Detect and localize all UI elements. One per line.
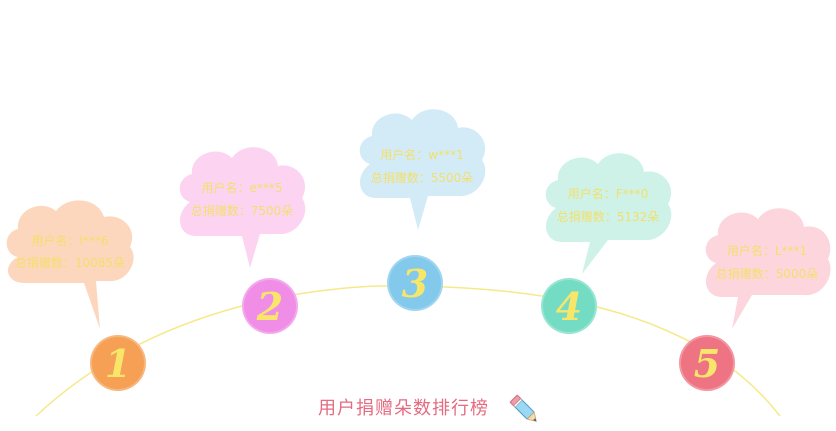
cloud-rank-3: 用户名：w***1 总捐赠数：5500朵 xyxy=(352,106,492,236)
rank-badge-5: 5 xyxy=(679,335,735,391)
cloud-rank-5: 用户名：L***1 总捐赠数：5000朵 xyxy=(698,205,836,335)
cloud-bubble xyxy=(6,200,134,329)
rank-badge-4: 4 xyxy=(541,278,597,334)
pencil-icon xyxy=(509,394,537,422)
rank-badge-1: 1 xyxy=(90,335,146,391)
rank-number: 5 xyxy=(693,341,721,386)
cloud-bubble xyxy=(705,208,831,329)
rank-badge-2: 2 xyxy=(242,278,298,334)
cloud-rank-1: 用户名：l***6 总捐赠数：10085朵 xyxy=(0,195,140,335)
username-text: 用户名：w***1 xyxy=(380,148,464,162)
rank-number: 1 xyxy=(104,341,132,386)
username-text: 用户名：l***6 xyxy=(31,234,109,248)
total-text: 总捐赠数：5132朵 xyxy=(556,210,660,224)
cloud-bubble xyxy=(359,109,486,230)
cloud-rank-4: 用户名：F***0 总捐赠数：5132朵 xyxy=(538,150,678,280)
total-text: 总捐赠数：5500朵 xyxy=(370,171,474,185)
cloud-bubble xyxy=(179,147,306,268)
leaderboard-title: 用户捐赠朵数排行榜 xyxy=(318,398,489,419)
username-text: 用户名：L***1 xyxy=(726,244,808,258)
cloud-rank-2: 用户名：e***5 总捐赠数：7500朵 xyxy=(172,142,312,272)
rank-number: 4 xyxy=(555,284,583,329)
rank-number: 3 xyxy=(401,261,429,306)
total-text: 总捐赠数：7500朵 xyxy=(190,204,294,218)
total-text: 总捐赠数：5000朵 xyxy=(715,267,819,281)
username-text: 用户名：e***5 xyxy=(201,181,283,195)
total-text: 总捐赠数：10085朵 xyxy=(14,256,126,270)
rank-number: 2 xyxy=(256,284,284,329)
cloud-bubble xyxy=(545,153,672,274)
username-text: 用户名：F***0 xyxy=(567,187,649,201)
rank-badge-3: 3 xyxy=(387,255,443,311)
